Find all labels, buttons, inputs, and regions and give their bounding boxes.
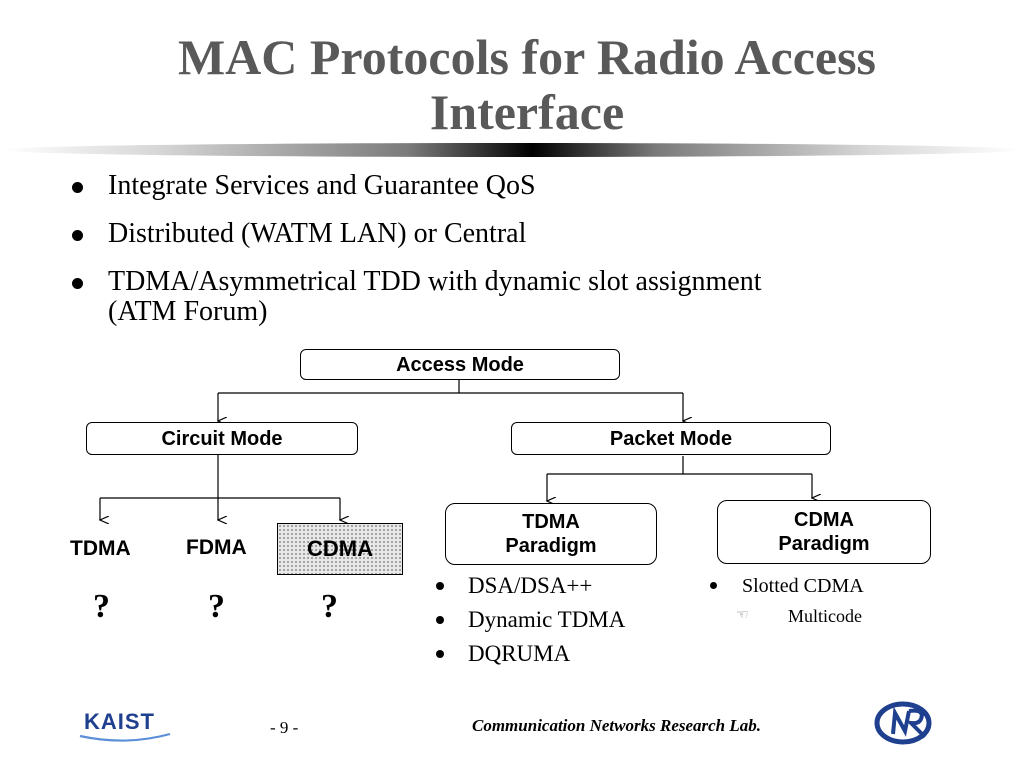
circuit-mode-box: Circuit Mode [86,422,358,455]
tdma-paradigm-box: TDMA Paradigm [445,503,657,565]
cdma-question-mark: ? [321,588,338,625]
bullet-list: Integrate Services and Guarantee QoS Dis… [72,170,972,346]
slide-title: MAC Protocols for Radio Access Interface [0,30,1024,140]
kaist-swoosh-icon [79,732,171,742]
tdma-paradigm-line2: Paradigm [505,535,597,557]
circuit-fdma-label: FDMA [186,536,247,559]
bullet-continuation: (ATM Forum) [72,294,972,330]
list-item: DSA/DSA++ [434,569,625,603]
cdma-paradigm-box: CDMA Paradigm [717,500,931,564]
circuit-mode-label: Circuit Mode [161,427,283,450]
slide-title-line2: Interface [429,84,625,140]
bullet-item: Distributed (WATM LAN) or Central [72,218,972,250]
bullet-dot-icon [436,650,444,658]
bullet-text: Distributed (WATM LAN) or Central [108,218,527,249]
tdma-paradigm-line1: TDMA [522,511,580,533]
bullet-item: TDMA/Asymmetrical TDD with dynamic slot … [72,266,972,298]
list-item: DQRUMA [434,637,625,671]
sub-list-item-text: Multicode [788,606,862,626]
bullet-dot-icon [72,278,83,289]
bullet-item: Integrate Services and Guarantee QoS [72,170,972,202]
access-mode-label: Access Mode [396,353,524,376]
slide-title-line1: MAC Protocols for Radio Access [177,29,877,85]
bullet-dot-icon [72,182,83,193]
sub-list-item: ☜ Multicode [708,603,864,629]
pointing-hand-icon: ☜ [736,608,749,623]
lab-name: Communication Networks Research Lab. [472,716,762,735]
list-item: Dynamic TDMA [434,603,625,637]
cdma-paradigm-line2: Paradigm [778,533,870,555]
tdma-question-mark: ? [93,588,110,625]
tdma-paradigm-list: DSA/DSA++ Dynamic TDMA DQRUMA [434,569,625,671]
circuit-cdma-label: CDMA [307,536,373,561]
list-item: Slotted CDMA [708,569,864,603]
bullet-dot-icon [72,230,83,241]
bullet-text: Integrate Services and Guarantee QoS [108,170,536,201]
kaist-logo-text: KAIST [84,709,155,734]
list-item-text: DQRUMA [468,641,571,666]
bullet-text: TDMA/Asymmetrical TDD with dynamic slot … [108,266,762,297]
title-divider [0,143,1024,157]
page-number: - 9 - [270,718,299,737]
list-item-text: DSA/DSA++ [468,573,593,598]
packet-mode-box: Packet Mode [511,422,831,455]
list-item-text: Slotted CDMA [742,575,864,597]
circuit-tdma-label: TDMA [70,537,131,560]
bullet-dot-icon [436,616,444,624]
cnr-logo-icon [874,701,932,745]
access-mode-box: Access Mode [300,349,620,380]
packet-mode-label: Packet Mode [609,427,733,450]
fdma-question-mark: ? [208,588,225,625]
bullet-text: (ATM Forum) [108,296,268,327]
list-item-text: Dynamic TDMA [468,607,626,632]
bullet-dot-icon [710,582,717,589]
cdma-paradigm-line1: CDMA [794,509,854,531]
circuit-cdma-box: CDMA [277,523,403,575]
kaist-logo: KAIST [78,708,174,742]
cdma-paradigm-list: Slotted CDMA ☜ Multicode [708,569,864,629]
bullet-dot-icon [436,582,444,590]
